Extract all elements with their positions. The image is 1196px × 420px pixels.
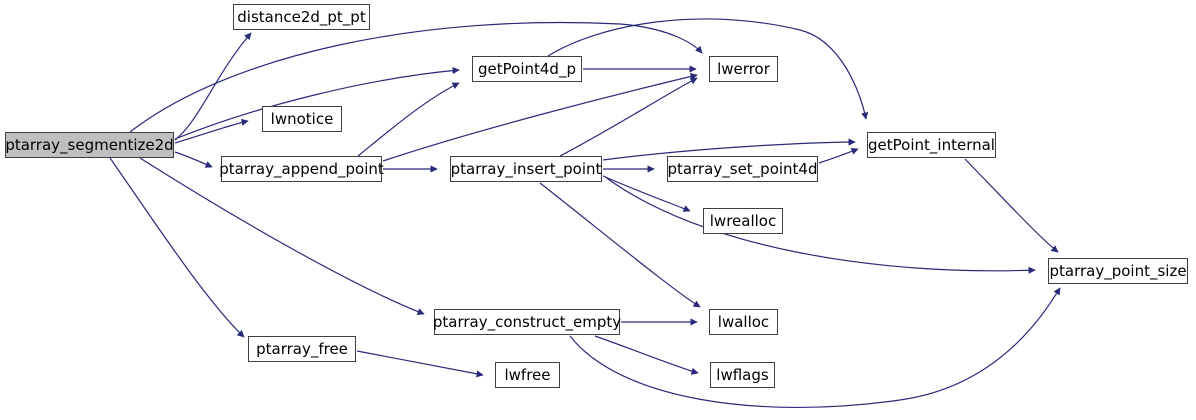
node-lwnotice[interactable]: lwnotice <box>262 106 342 132</box>
node-lwrealloc[interactable]: lwrealloc <box>703 208 783 234</box>
node-ptarray_free[interactable]: ptarray_free <box>248 336 356 362</box>
node-label: ptarray_segmentize2d <box>5 135 174 154</box>
node-ptarray_set_point4d[interactable]: ptarray_set_point4d <box>667 156 818 182</box>
edge-ptarray_construct_empty-to-ptarray_point_size <box>569 287 1061 409</box>
node-label: lwflags <box>716 365 769 384</box>
edge-ptarray_insert_point-to-lwalloc <box>539 182 701 308</box>
node-lwerror[interactable]: lwerror <box>709 56 778 82</box>
node-label: ptarray_free <box>256 339 348 358</box>
edge-ptarray_segmentize2d-to-ptarray_free <box>109 157 245 338</box>
edge-ptarray_insert_point-to-ptarray_point_size <box>603 175 1036 274</box>
node-label: lwfree <box>504 365 551 384</box>
node-lwfree[interactable]: lwfree <box>495 362 560 388</box>
node-lwalloc[interactable]: lwalloc <box>709 309 778 335</box>
node-getPoint4d_p[interactable]: getPoint4d_p <box>472 56 582 82</box>
edge-ptarray_insert_point-to-lwerror <box>559 77 698 157</box>
node-distance2d_pt_pt[interactable]: distance2d_pt_pt <box>233 4 370 30</box>
node-label: lwalloc <box>717 312 770 331</box>
node-label: ptarray_set_point4d <box>667 159 818 178</box>
node-ptarray_segmentize2d[interactable]: ptarray_segmentize2d <box>5 132 174 158</box>
node-label: getPoint4d_p <box>478 59 576 78</box>
edge-ptarray_segmentize2d-to-distance2d_pt_pt <box>174 32 252 141</box>
edge-ptarray_append_point-to-lwerror <box>382 72 698 162</box>
node-label: ptarray_append_point <box>219 159 384 178</box>
edge-ptarray_append_point-to-getPoint4d_p <box>357 82 460 157</box>
edge-ptarray_free-to-lwfree <box>356 350 484 378</box>
edge-ptarray_construct_empty-to-lwflags <box>594 335 699 375</box>
edge-getPoint_internal-to-ptarray_point_size <box>964 158 1059 253</box>
edge-ptarray_segmentize2d-to-ptarray_append_point <box>174 151 213 168</box>
node-lwflags[interactable]: lwflags <box>710 362 775 388</box>
node-label: ptarray_point_size <box>1049 261 1187 280</box>
node-label: lwnotice <box>270 109 334 128</box>
node-ptarray_point_size[interactable]: ptarray_point_size <box>1048 258 1188 284</box>
node-label: lwrealloc <box>709 211 777 230</box>
edge-getPoint4d_p-to-getPoint_internal <box>547 18 869 120</box>
node-ptarray_insert_point[interactable]: ptarray_insert_point <box>450 156 602 182</box>
edge-ptarray_set_point4d-to-getPoint_internal <box>818 147 859 164</box>
node-label: ptarray_insert_point <box>450 159 602 178</box>
edge-ptarray_segmentize2d-to-lwnotice <box>174 118 249 144</box>
node-label: lwerror <box>717 59 770 78</box>
node-ptarray_construct_empty[interactable]: ptarray_construct_empty <box>433 309 621 335</box>
node-label: ptarray_construct_empty <box>432 312 622 331</box>
node-getPoint_internal[interactable]: getPoint_internal <box>867 132 996 158</box>
node-label: distance2d_pt_pt <box>237 7 366 26</box>
node-label: getPoint_internal <box>868 135 995 154</box>
edge-ptarray_segmentize2d-to-lwerror <box>129 21 703 133</box>
node-ptarray_append_point[interactable]: ptarray_append_point <box>219 156 384 182</box>
